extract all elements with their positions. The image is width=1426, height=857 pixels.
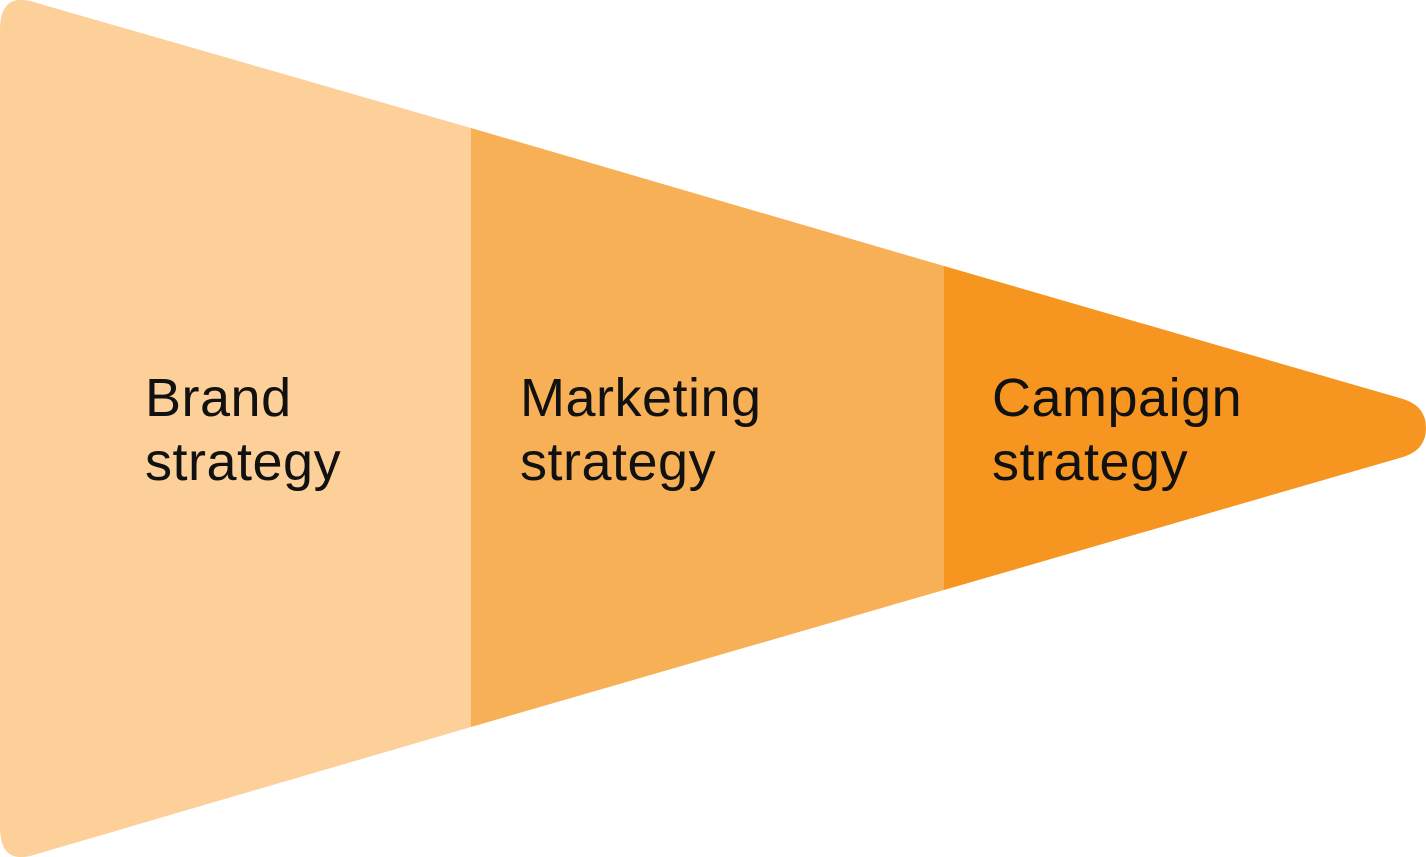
marketing-label-line1: Marketing bbox=[520, 368, 762, 428]
marketing-strategy-segment bbox=[471, 128, 944, 727]
marketing-label-line2: strategy bbox=[520, 432, 717, 492]
campaign-label-line1: Campaign bbox=[992, 368, 1243, 428]
marketing-strategy-label: Marketing strategy bbox=[520, 366, 762, 494]
brand-strategy-segment bbox=[0, 0, 471, 857]
brand-strategy-label: Brand strategy bbox=[145, 366, 341, 494]
campaign-strategy-segment bbox=[944, 266, 1426, 590]
brand-label-line1: Brand bbox=[145, 368, 292, 428]
campaign-strategy-label: Campaign strategy bbox=[992, 366, 1242, 494]
brand-label-line2: strategy bbox=[145, 432, 342, 492]
campaign-label-line2: strategy bbox=[992, 432, 1189, 492]
